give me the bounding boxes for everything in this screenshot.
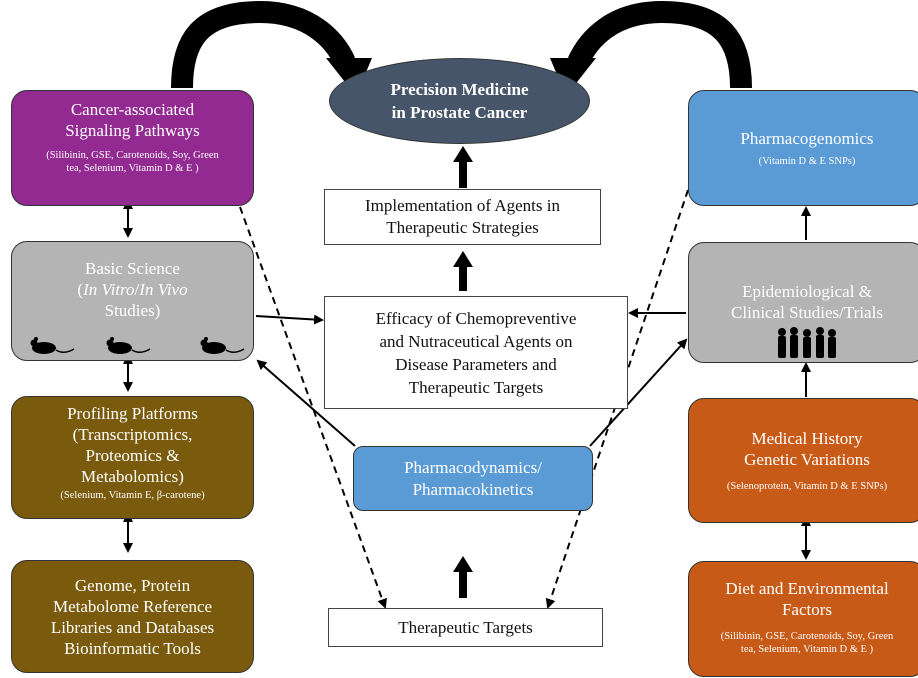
- efficacy-box: Efficacy of Chemopreventive and Nutraceu…: [324, 296, 628, 409]
- pd-line2: Pharmacokinetics: [412, 479, 534, 499]
- profiling-platforms-box: Profiling Platforms (Transcriptomics, Pr…: [11, 396, 254, 519]
- thick-up-arrow-2: [453, 251, 473, 291]
- pharmacodynamics-box: Pharmacodynamics/ Pharmacokinetics: [353, 446, 593, 511]
- signaling-sub2: tea, Selenium, Vitamin D & E ): [66, 163, 199, 174]
- curved-arrow-right: [567, 0, 752, 89]
- medical-history-box: Medical History Genetic Variations (Sele…: [688, 398, 918, 523]
- efficacy-line1: Efficacy of Chemopreventive: [375, 308, 577, 328]
- implementation-box: Implementation of Agents in Therapeutic …: [324, 189, 601, 245]
- precision-medicine-line2: in Prostate Cancer: [391, 103, 528, 122]
- thick-up-arrow-1: [453, 146, 473, 188]
- signaling-line1: Cancer-associated: [70, 100, 195, 119]
- signaling-sub1: (Silibinin, GSE, Carotenoids, Soy, Green: [46, 150, 219, 161]
- diet-sub2: tea, Selenium, Vitamin D & E ): [740, 644, 874, 655]
- profiling-line1: Profiling Platforms: [67, 404, 198, 423]
- efficacy-line4: Therapeutic Targets: [408, 377, 544, 397]
- curved-arrow-left: [171, 0, 356, 89]
- pharmacogenomics-line1: Pharmacogenomics: [740, 129, 874, 148]
- precision-medicine-line1: Precision Medicine: [390, 80, 529, 99]
- basic-line3: Studies): [104, 301, 161, 320]
- efficacy-line3: Disease Parameters and: [395, 354, 557, 374]
- diet-sub1: (Silibinin, GSE, Carotenoids, Soy, Green: [720, 631, 894, 642]
- epi-line2: Clinical Studies/Trials: [731, 303, 883, 322]
- arrow-basic-to-efficacy: [255, 314, 324, 325]
- people-group-icon: [778, 327, 836, 358]
- diet-factors-box: Diet and Environmental Factors (Silibini…: [688, 561, 918, 677]
- precision-medicine-ellipse: Precision Medicine in Prostate Cancer: [329, 58, 590, 144]
- pharmacogenomics-box: Pharmacogenomics (Vitamin D & E SNPs): [688, 90, 918, 206]
- basic-slash: /: [134, 280, 140, 299]
- thick-up-arrow-3: [453, 556, 473, 598]
- genome-line4: Bioinformatic Tools: [64, 638, 201, 658]
- profiling-line2: (Transcriptomics,: [72, 425, 193, 444]
- basic-in-vitro: In Vitro: [83, 280, 135, 299]
- pharmacogenomics-sub: (Vitamin D & E SNPs): [758, 156, 856, 167]
- implementation-line2: Therapeutic Strategies: [386, 218, 539, 237]
- profiling-line3: Proteomics &: [85, 446, 180, 465]
- genome-line2: Metabolome Reference: [52, 596, 213, 616]
- profiling-sub: (Selenium, Vitamin E, β-carotene): [60, 490, 205, 501]
- basic-science-box: Basic Science (In Vitro/In Vivo Studies): [11, 241, 254, 361]
- epi-line1: Epidemiological &: [742, 282, 872, 301]
- basic-line1: Basic Science: [85, 259, 180, 278]
- curved-arrow-right-head: [550, 58, 596, 96]
- arrow-pd-to-basic: [256, 359, 356, 447]
- targets-line1: Therapeutic Targets: [398, 617, 533, 637]
- genome-line1: Genome, Protein: [74, 575, 191, 595]
- therapeutic-targets-box: Therapeutic Targets: [328, 608, 603, 647]
- efficacy-line2: and Nutraceutical Agents on: [379, 331, 573, 351]
- medical-line2: Genetic Variations: [744, 450, 870, 469]
- diet-line2: Factors: [781, 600, 833, 619]
- implementation-line1: Implementation of Agents in: [365, 196, 560, 215]
- profiling-line4: Metabolomics): [81, 467, 184, 486]
- genome-libraries-box: Genome, Protein Metabolome Reference Lib…: [11, 560, 254, 673]
- signaling-line2: Signaling Pathways: [65, 121, 200, 140]
- epidemiological-box: Epidemiological & Clinical Studies/Trial…: [688, 242, 918, 363]
- diet-line1: Diet and Environmental: [725, 579, 889, 598]
- arrow-pd-to-epi: [589, 338, 688, 447]
- basic-in-vivo: In Vivo: [139, 280, 188, 299]
- basic-line2: (In Vitro/In Vivo: [77, 279, 187, 300]
- basic-line2-open: (: [77, 280, 84, 299]
- signaling-pathways-box: Cancer-associated Signaling Pathways (Si…: [11, 90, 254, 206]
- medical-sub: (Selenoprotein, Vitamin D & E SNPs): [726, 481, 888, 492]
- pd-line1: Pharmacodynamics/: [404, 457, 542, 477]
- genome-line3: Libraries and Databases: [50, 617, 215, 637]
- dashed-arrow-left: [239, 206, 387, 609]
- medical-line1: Medical History: [751, 429, 863, 448]
